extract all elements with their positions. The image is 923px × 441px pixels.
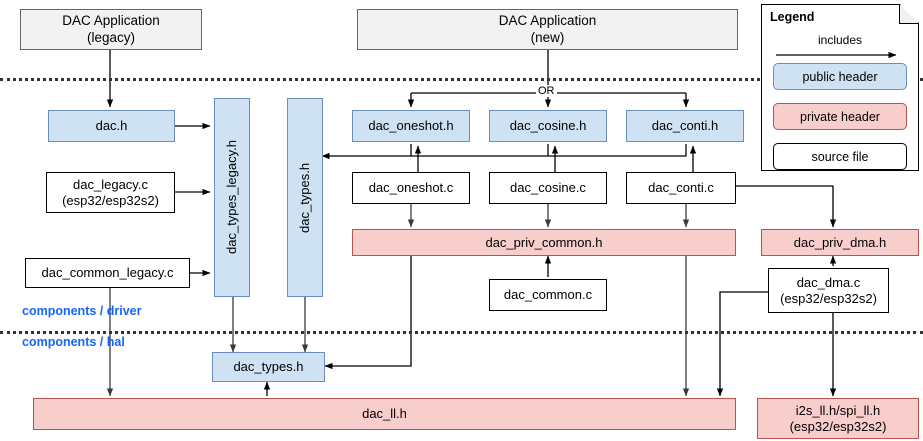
node-label: dac_conti.c: [648, 180, 714, 196]
legend-item-label: source file: [811, 149, 869, 164]
node-dac-priv-dma-h[interactable]: dac_priv_dma.h: [761, 229, 919, 256]
node-label: dac_priv_common.h: [485, 234, 603, 250]
node-label: dac_priv_dma.h: [793, 234, 887, 250]
node-label: dac.h: [95, 118, 128, 134]
page-fold-icon: [899, 4, 919, 24]
node-dac-types-legacy-h[interactable]: dac_types_legacy.h: [214, 98, 250, 297]
legend-panel: Legend includes public header private he…: [761, 4, 919, 171]
legend-includes-label: includes: [817, 33, 863, 47]
node-dac-cosine-h[interactable]: dac_cosine.h: [489, 110, 607, 142]
node-label-line1: DAC Application: [62, 13, 160, 29]
layer-separator-top: [0, 78, 923, 81]
node-label: dac_cosine.c: [510, 180, 586, 196]
layer-label-components-driver: components / driver: [22, 304, 142, 318]
node-dac-legacy-c[interactable]: dac_legacy.c (esp32/esp32s2): [46, 172, 175, 213]
node-label-line2: (esp32/esp32s2): [62, 192, 159, 208]
legend-item-label: public header: [802, 69, 878, 84]
node-label-line2: (esp32/esp32s2): [789, 418, 887, 434]
legend-item-source-file[interactable]: source file: [773, 143, 907, 170]
node-i2s-spi-ll-h[interactable]: i2s_ll.h/spi_ll.h (esp32/esp32s2): [757, 398, 919, 439]
legend-item-label: private header: [800, 109, 880, 124]
node-dac-types-h-top[interactable]: dac_types.h: [287, 98, 323, 297]
node-label-line1: i2s_ll.h/spi_ll.h: [795, 402, 881, 418]
node-label: dac_conti.h: [651, 118, 719, 134]
legend-item-public-header[interactable]: public header: [773, 63, 907, 90]
node-label-line1: DAC Application: [498, 13, 597, 29]
legend-item-private-header[interactable]: private header: [773, 103, 907, 130]
node-dac-types-h-bottom[interactable]: dac_types.h: [212, 352, 325, 382]
node-label-line2: (new): [530, 29, 565, 45]
node-dac-dma-c[interactable]: dac_dma.c (esp32/esp32s2): [768, 268, 889, 313]
node-label-line1: dac_legacy.c: [73, 176, 148, 192]
node-dac-common-c[interactable]: dac_common.c: [489, 279, 607, 311]
node-label: dac_oneshot.h: [368, 118, 454, 134]
node-dac-h[interactable]: dac.h: [48, 110, 175, 142]
node-label-line1: dac_dma.c: [796, 274, 861, 290]
node-label: dac_types.h: [233, 359, 304, 375]
node-label: dac_types.h: [297, 162, 313, 233]
node-dac-conti-h[interactable]: dac_conti.h: [626, 110, 744, 142]
node-dac-priv-common-h[interactable]: dac_priv_common.h: [352, 229, 736, 256]
node-label: dac_cosine.h: [509, 118, 587, 134]
node-label: dac_common_legacy.c: [41, 265, 174, 281]
node-label: dac_types_legacy.h: [224, 140, 240, 255]
legend-arrow-icon: [776, 51, 897, 59]
node-dac-application-new[interactable]: DAC Application (new): [357, 9, 738, 50]
node-dac-ll-h[interactable]: dac_ll.h: [33, 398, 736, 430]
node-dac-oneshot-h[interactable]: dac_oneshot.h: [352, 110, 470, 142]
layer-separator-bottom: [0, 331, 923, 334]
node-label-line2: (esp32/esp32s2): [780, 290, 877, 306]
node-label-line2: (legacy): [86, 29, 135, 45]
node-label: dac_common.c: [503, 287, 593, 303]
node-dac-common-legacy-c[interactable]: dac_common_legacy.c: [25, 258, 190, 288]
layer-label-components-hal: components / hal: [22, 335, 125, 349]
node-label: dac_oneshot.c: [368, 180, 454, 196]
legend-title: Legend: [770, 10, 815, 24]
node-dac-cosine-c[interactable]: dac_cosine.c: [489, 172, 607, 204]
node-dac-conti-c[interactable]: dac_conti.c: [626, 172, 736, 204]
node-dac-oneshot-c[interactable]: dac_oneshot.c: [352, 172, 470, 204]
node-dac-application-legacy[interactable]: DAC Application (legacy): [20, 9, 202, 50]
node-label: dac_ll.h: [362, 406, 407, 422]
or-label: OR: [536, 85, 557, 97]
